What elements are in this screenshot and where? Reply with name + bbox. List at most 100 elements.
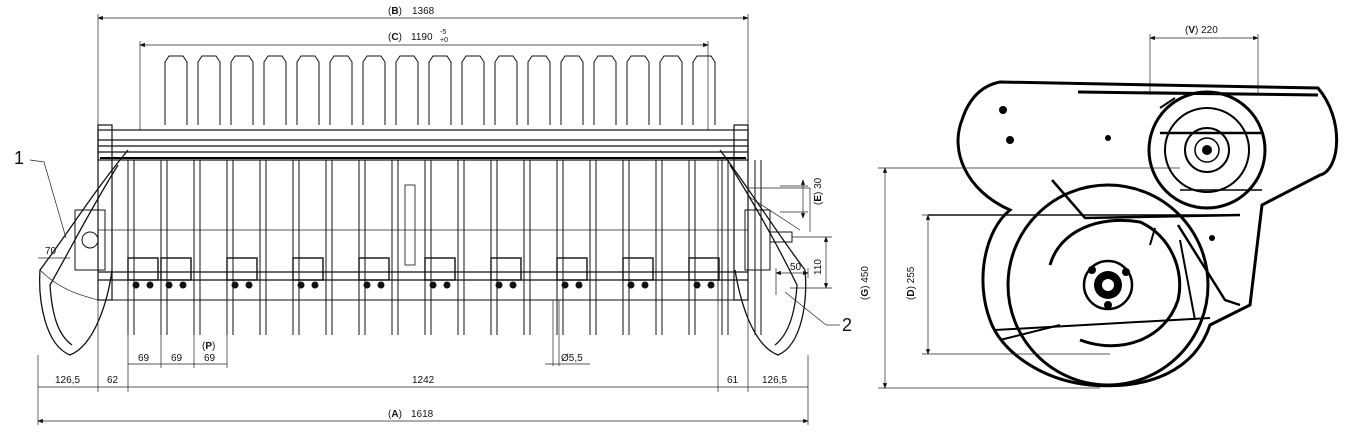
offset-left-value: 62 (107, 375, 119, 386)
dim-e-letter: E (813, 195, 824, 202)
bottom-tine (325, 160, 333, 335)
right-width-value: 50 (790, 262, 802, 273)
svg-text:(G) 450: (G) 450 (860, 266, 871, 300)
side-arms (928, 179, 1262, 341)
tine-holder (127, 257, 159, 289)
side-left-value: 126,5 (55, 375, 80, 386)
dimension-b: (B) 1368 (97, 6, 749, 150)
bottom-tine (127, 160, 135, 335)
top-tine (296, 55, 320, 125)
bottom-tine (688, 160, 696, 335)
top-tine (263, 55, 287, 125)
offset-right-value: 61 (727, 375, 739, 386)
tines-top (164, 55, 716, 125)
bottom-tine (193, 160, 201, 335)
dimension-110: 110 (790, 236, 832, 289)
top-tine (428, 55, 452, 125)
top-tine (560, 55, 584, 125)
bottom-dimensions: 126,5 62 1242 61 126,5 (A) 1618 (37, 300, 809, 425)
dim-p-value: 69 (204, 353, 216, 364)
left-height-value: 70 (45, 246, 57, 257)
svg-text:(E) 30: (E) 30 (813, 177, 824, 205)
bottom-tine (523, 160, 531, 335)
right-height-value: 110 (813, 259, 824, 275)
svg-text:(D) 255: (D) 255 (906, 266, 917, 300)
bottom-tine (457, 160, 465, 335)
top-tine (593, 55, 617, 125)
dim-c-value: 1190 (411, 32, 433, 43)
hole-diameter: Ø5,5 (545, 300, 590, 366)
lower-drum (1006, 183, 1210, 387)
dim-b-letter: B (391, 6, 398, 17)
dim-g-letter: G (860, 289, 871, 297)
callout-1: 1 (14, 148, 67, 239)
left-shield (39, 149, 129, 356)
dim-c-tol-upper: -5 (440, 29, 446, 36)
bottom-tine (424, 160, 432, 335)
tine-holder (688, 257, 720, 289)
bottom-tine (556, 160, 564, 335)
bottom-tine (226, 160, 234, 335)
hole-diameter-value: Ø5,5 (561, 353, 583, 364)
pitch-dimensions: 69 69 (P) 69 (127, 300, 228, 370)
top-tine (164, 55, 188, 125)
callout-2-label: 2 (842, 315, 852, 335)
top-tine (329, 55, 353, 125)
dim-e-value: 30 (813, 177, 824, 189)
top-tine (362, 55, 386, 125)
svg-text:(B): (B) (388, 6, 402, 17)
dimension-50: 50 (775, 262, 809, 295)
bottom-tine (622, 160, 630, 335)
svg-text:(P): (P) (202, 341, 215, 352)
bottom-tine (589, 160, 597, 335)
dimension-e: (E) 30 (780, 177, 824, 219)
top-tine (395, 55, 419, 125)
center-span-value: 1242 (412, 375, 435, 386)
dim-p-letter: P (205, 341, 212, 352)
pitch-2-value: 69 (171, 353, 183, 364)
dimension-d: (D) 255 (906, 214, 1110, 355)
dim-b-value: 1368 (412, 6, 435, 17)
callout-2: 2 (784, 291, 852, 335)
side-view: (V) 220 (860, 25, 1339, 389)
top-tine (659, 55, 683, 125)
bottom-tine (655, 160, 663, 335)
side-right-value: 126,5 (762, 375, 787, 386)
housing-holes (999, 106, 1215, 241)
bottom-tine (391, 160, 399, 335)
top-tine (230, 55, 254, 125)
dim-v-letter: V (1188, 25, 1195, 36)
front-view: (B) 1368 (C) 1190 -5 +0 (14, 6, 852, 425)
dim-c-letter: C (391, 32, 398, 43)
dimension-g: (G) 450 (860, 167, 1180, 389)
dimension-c: (C) 1190 -5 +0 (139, 29, 709, 130)
dim-c-tol-lower: +0 (440, 37, 448, 44)
frame (97, 124, 749, 301)
bottom-tine (490, 160, 498, 335)
right-shield (719, 149, 811, 356)
bottom-tine (259, 160, 267, 335)
svg-text:(C): (C) (388, 32, 402, 43)
bottom-tine (292, 160, 300, 335)
bottom-tine (358, 160, 366, 335)
bottom-tine (754, 160, 762, 335)
bottom-tine (721, 160, 729, 335)
tines-bottom (127, 160, 762, 335)
top-tine (461, 55, 485, 125)
tine-holder (622, 257, 654, 289)
top-tine (527, 55, 551, 125)
dim-a-letter: A (391, 409, 398, 420)
tine-holder (424, 257, 456, 289)
callout-1-label: 1 (14, 148, 24, 168)
dimension-70: 70 (38, 246, 70, 259)
tine-holder (160, 257, 192, 289)
tine-holder (556, 257, 588, 289)
tine-holder (358, 257, 390, 289)
top-tine (494, 55, 518, 125)
tine-holders (127, 257, 720, 289)
dim-g-value: 450 (860, 266, 871, 283)
side-body-outline (956, 80, 1339, 388)
dim-d-value: 255 (906, 266, 917, 283)
top-tine (197, 55, 221, 125)
